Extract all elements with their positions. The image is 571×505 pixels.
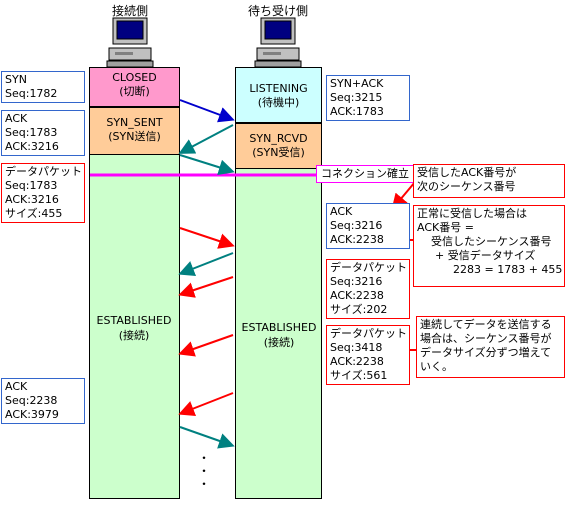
right-box-syn-ack: SYN+ACK Seq:3215 ACK:1783	[326, 75, 410, 121]
data-arrow-server-3	[178, 392, 234, 417]
server-established-label: ESTABLISHED (接続)	[241, 321, 317, 349]
ack-arrow-server-1	[178, 252, 234, 277]
data-arrow-client-1	[179, 227, 235, 249]
data-arrow-server-1	[178, 276, 234, 298]
server-computer-icon	[254, 17, 302, 68]
ack-arrow-client-2	[179, 426, 235, 449]
client-syn-sent-state: SYN_SENT (SYN送信)	[89, 107, 180, 155]
right-box-data-packet-1: データパケット Seq:3216 ACK:2238 サイズ:202	[326, 259, 410, 319]
server-listening-state: LISTENING (待機中)	[235, 67, 322, 123]
server-syn-rcvd-state: SYN_RCVD (SYN受信)	[235, 123, 322, 169]
left-box-syn: SYN Seq:1782	[1, 71, 85, 103]
client-closed-state: CLOSED (切断)	[89, 67, 180, 107]
note-arrow-ack-number	[391, 181, 416, 211]
right-box-data-packet-2: データパケット Seq:3418 ACK:2238 サイズ:561	[326, 325, 410, 385]
client-header: 接続側	[111, 4, 148, 18]
left-box-ack: ACK Seq:1783 ACK:3216	[1, 110, 85, 156]
connection-established-label: コネクション確立	[316, 165, 414, 183]
note-ack-number-is-next-seq: 受信したACK番号が 次のシーケンス番号	[413, 164, 565, 198]
note-continuous-send: 連続してデータを送信する 場合は、シーケンス番号が データサイズ分ずつ増えて い…	[416, 316, 565, 378]
right-box-ack: ACK Seq:3216 ACK:2238	[326, 203, 410, 249]
client-computer-icon	[106, 17, 154, 68]
continuation-dots: ・ ・ ・	[198, 451, 211, 491]
left-box-data-packet: データパケット Seq:1783 ACK:3216 サイズ:455	[1, 163, 85, 223]
ack-arrow-1	[179, 154, 235, 176]
server-header: 待ち受け側	[247, 4, 308, 18]
data-arrow-server-2	[178, 334, 234, 357]
syn-ack-arrow	[178, 124, 234, 154]
note-normal-receive: 正常に受信した場合は ACK番号 = 受信したシーケンス番号 + 受信データサイ…	[413, 205, 565, 287]
left-box-ack-lower: ACK Seq:2238 ACK:3979	[1, 378, 85, 424]
client-established-label: ESTABLISHED (接続)	[96, 314, 172, 342]
syn-arrow	[179, 99, 235, 123]
